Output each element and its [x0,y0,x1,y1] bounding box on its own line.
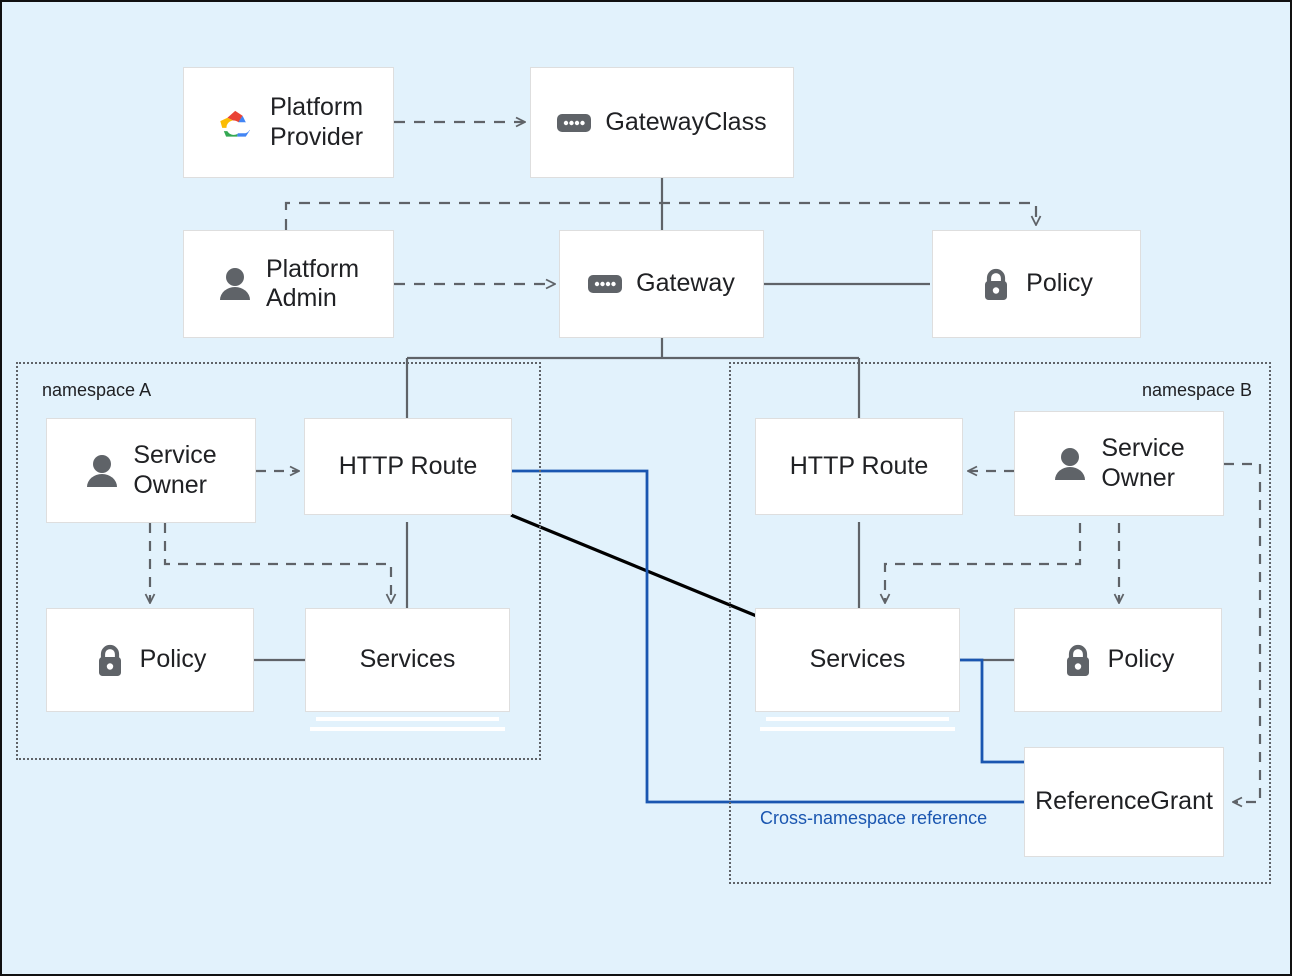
node-label: Policy [1107,645,1175,674]
namespace-a-label: namespace A [42,380,152,400]
gateway-chip-icon [557,113,592,132]
edge-route-a-to-services-b-diagonal [510,513,760,619]
edge-gateway-bus [405,338,861,418]
namespace-b-group [729,362,1271,884]
node-label: ReferenceGrant [1035,787,1213,816]
lock-icon [985,268,1008,300]
cross-namespace-reference-label: Cross-namespace reference [760,808,988,828]
node-services-a[interactable]: Services [305,608,510,731]
node-policy-a[interactable]: Policy [46,608,254,712]
node-label: Platform Provider [269,93,364,151]
node-label: HTTP Route [338,451,478,480]
node-http-route-a[interactable]: HTTP Route [304,418,512,515]
node-label: Platform Admin [265,254,360,313]
node-label: Gateway [636,269,735,298]
person-icon [1055,447,1086,480]
node-label: HTTP Route [789,451,929,480]
node-reference-grant[interactable]: ReferenceGrant [1024,747,1224,857]
edge-services-b-crossns [960,658,1024,764]
node-gatewayclass[interactable]: GatewayClass [530,67,794,178]
person-icon [219,268,250,300]
node-label: GatewayClass [605,107,767,136]
edge-route-a-crossns [511,469,1024,804]
node-service-owner-a[interactable]: Service Owner [46,418,256,523]
gateway-chip-icon [588,275,623,293]
node-label: Services [809,645,906,674]
node-label: Service Owner [1101,434,1185,492]
edge-owner-b-to-services-b [885,523,1082,602]
namespace-b-label: namespace B [1142,380,1253,400]
person-icon [87,454,118,487]
namespace-a-group [16,362,541,760]
node-policy-top[interactable]: Policy [932,230,1141,338]
edge-owner-a-to-services-a [163,523,391,602]
node-service-owner-b[interactable]: Service Owner [1014,411,1224,516]
node-platform-admin[interactable]: Platform Admin [183,230,394,338]
node-label: Service Owner [133,441,217,499]
edge-admin-rail-to-policy [284,201,1036,230]
node-policy-b[interactable]: Policy [1014,608,1222,712]
node-http-route-b[interactable]: HTTP Route [755,418,963,515]
edge-owner-b-to-referencegrant [1224,462,1262,802]
node-services-b[interactable]: Services [755,608,960,731]
google-cloud-logo-icon [220,110,250,137]
lock-icon [98,644,121,676]
node-platform-provider[interactable]: Platform Provider [183,67,394,178]
lock-icon [1066,644,1089,676]
node-label: Policy [139,645,207,674]
node-gateway[interactable]: Gateway [559,230,764,338]
node-label: Policy [1026,269,1093,298]
node-label: Services [359,645,456,674]
